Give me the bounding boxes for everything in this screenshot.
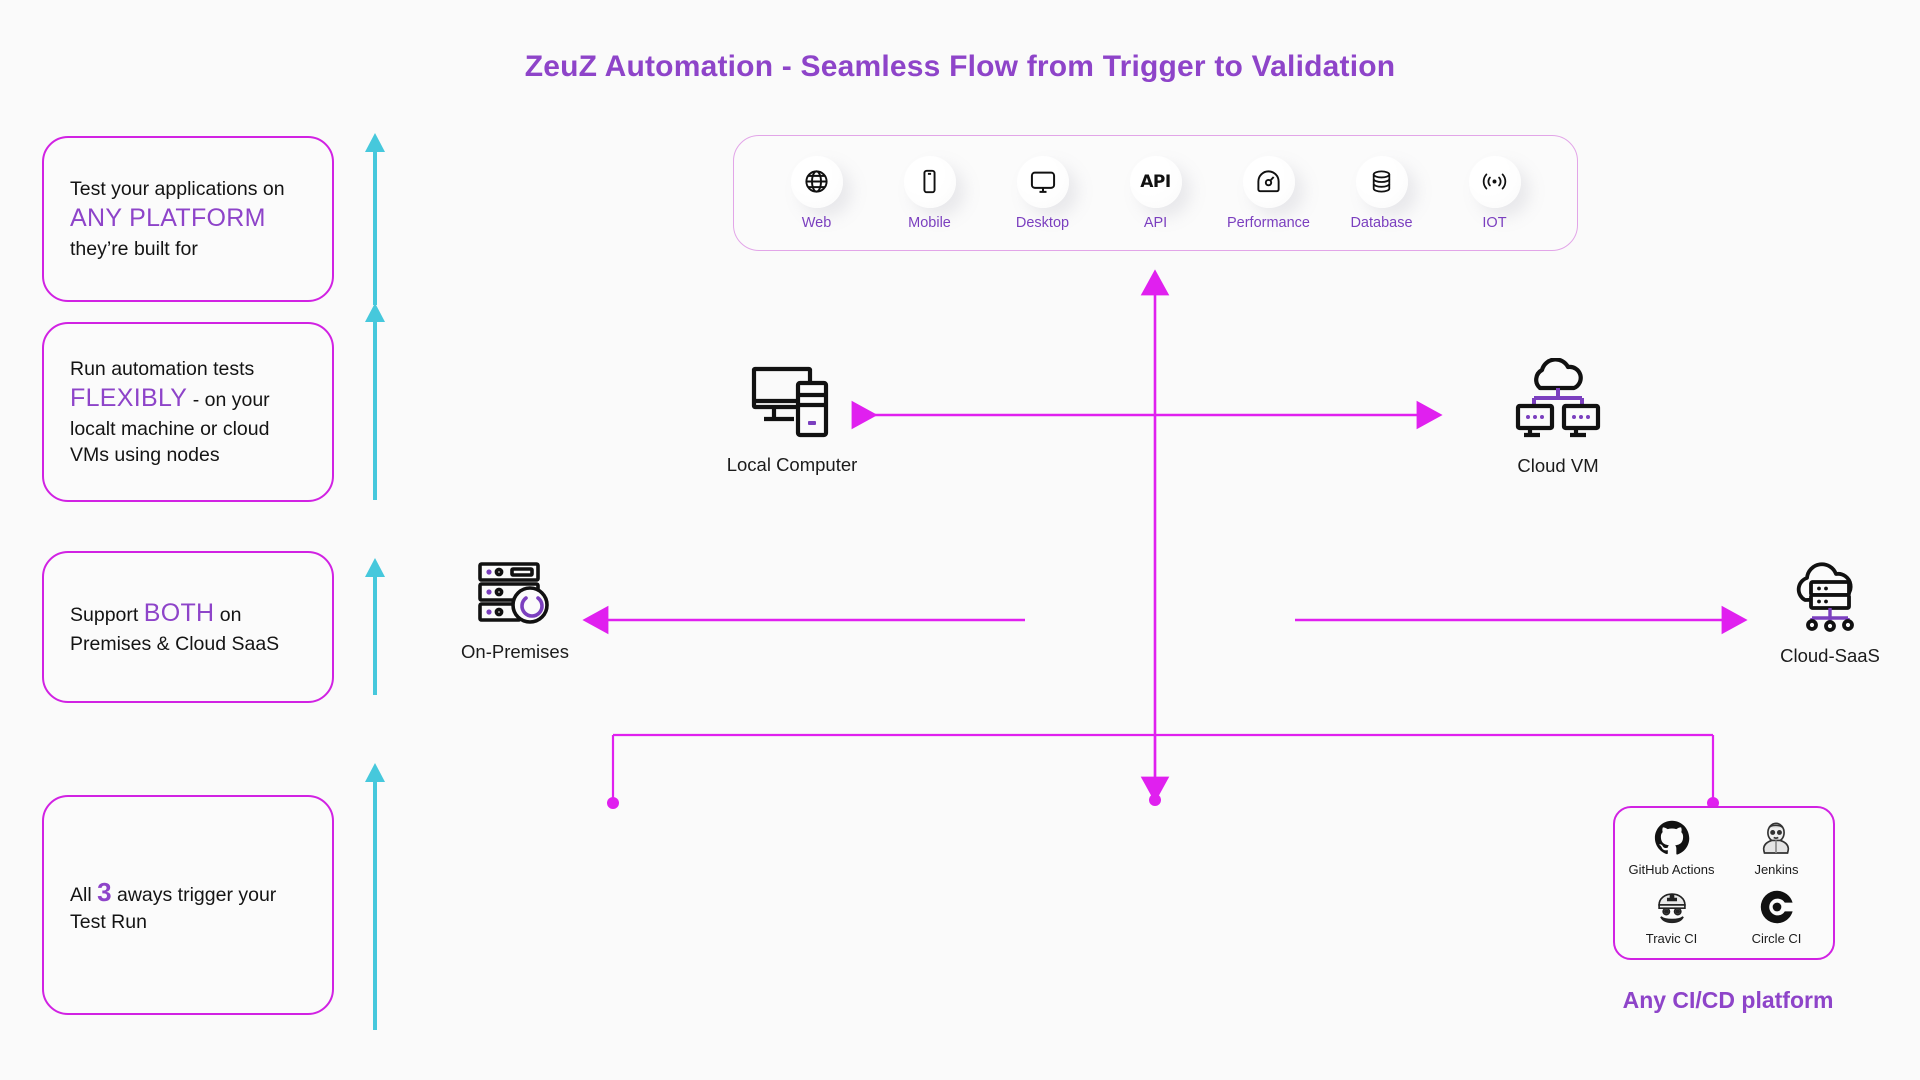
platform-label: Mobile [908, 214, 951, 231]
node-label: Cloud VM [1517, 455, 1599, 476]
feature-text-tail: aways trigger your Test Run [70, 883, 277, 934]
feature-text-tail: - on your localt machine or cloud VMs us… [70, 389, 270, 466]
jenkins-butler-icon [1758, 820, 1794, 861]
platform-label: API [1143, 214, 1168, 231]
feature-text-tail: on Premises & Cloud SaaS [70, 604, 280, 655]
feature-card-text: Test your applications on ANY PLATFORM t… [70, 176, 306, 262]
feature-card-flexible-run[interactable]: Run automation tests FLEXIBLY - on your … [42, 322, 334, 502]
cicd-caption: Any CI/CD platform [1622, 987, 1834, 1013]
feature-text-highlight: 3 [97, 876, 112, 907]
platform-label: IOT [1482, 214, 1507, 231]
cicd-item-github-actions[interactable]: GitHub Actions [1629, 820, 1715, 877]
platform-item-api[interactable]: API API [1109, 155, 1203, 231]
github-icon [1654, 820, 1690, 861]
cicd-item-circle-ci[interactable]: Circle CI [1751, 889, 1802, 946]
node-label: Cloud-SaaS [1780, 645, 1880, 666]
mobile-phone-icon [903, 155, 956, 208]
feature-card-text: Run automation tests FLEXIBLY - on your … [70, 356, 306, 468]
feature-text-highlight: ANY PLATFORM [70, 204, 266, 233]
arrow-card-2 [364, 300, 386, 500]
node-cloud-vm[interactable]: Cloud VM [1478, 357, 1638, 477]
wireless-signal-icon [1468, 155, 1521, 208]
node-cloud-saas[interactable]: Cloud-SaaS [1750, 560, 1910, 667]
platform-item-web[interactable]: Web [770, 155, 864, 231]
feature-text-highlight: BOTH [143, 599, 215, 628]
node-label: Local Computer [726, 454, 858, 475]
platform-label: Performance [1226, 214, 1310, 231]
feature-card-three-ways[interactable]: All 3 aways trigger your Test Run [42, 795, 334, 1015]
platform-item-desktop[interactable]: Desktop [996, 155, 1090, 231]
feature-card-text: Support BOTH on Premises & Cloud SaaS [70, 597, 306, 657]
node-on-premises[interactable]: On-Premises [440, 560, 590, 663]
feature-card-both-premises-cloud[interactable]: Support BOTH on Premises & Cloud SaaS [42, 551, 334, 703]
gauge-icon [1242, 155, 1295, 208]
desktop-monitor-icon [1016, 155, 1069, 208]
platform-support-bar: Web Mobile Desktop API API [733, 135, 1578, 251]
arrow-card-3 [364, 555, 386, 695]
cloud-server-icon [1787, 560, 1873, 637]
platform-label: Desktop [1015, 214, 1070, 231]
platform-label: Database [1350, 214, 1413, 231]
cicd-label: GitHub Actions [1628, 862, 1715, 877]
globe-icon [790, 155, 843, 208]
arrow-card-4 [364, 760, 386, 1030]
cicd-label: Jenkins [1754, 862, 1799, 877]
cicd-item-travis-ci[interactable]: Travic CI [1645, 889, 1698, 946]
feature-text-tail: they’re built for [70, 237, 198, 260]
arrow-card-1 [364, 130, 386, 305]
database-stack-icon [1355, 155, 1408, 208]
node-local-computer[interactable]: Local Computer [712, 363, 872, 476]
cloud-with-monitors-icon [1512, 357, 1604, 447]
platform-item-mobile[interactable]: Mobile [883, 155, 977, 231]
api-text-icon: API [1129, 155, 1182, 208]
cicd-label: Circle CI [1751, 931, 1802, 946]
cicd-label: Travic CI [1645, 931, 1698, 946]
desktop-and-tower-icon [750, 363, 834, 446]
circleci-icon [1759, 889, 1795, 930]
platform-item-database[interactable]: Database [1335, 155, 1429, 231]
platform-item-iot[interactable]: IOT [1448, 155, 1542, 231]
feature-text-lead: All [70, 883, 98, 906]
platform-label: Web [801, 214, 832, 231]
feature-text-lead: Run automation tests [70, 358, 255, 381]
feature-card-text: All 3 aways trigger your Test Run [70, 875, 306, 936]
server-rack-icon [476, 560, 554, 633]
feature-text-lead: Support [70, 604, 144, 627]
travis-ci-icon [1654, 889, 1690, 930]
feature-card-any-platform[interactable]: Test your applications on ANY PLATFORM t… [42, 136, 334, 302]
page-title: ZeuZ Automation - Seamless Flow from Tri… [524, 50, 1396, 83]
node-label: On-Premises [461, 641, 569, 662]
cicd-item-jenkins[interactable]: Jenkins [1754, 820, 1799, 877]
platform-item-performance[interactable]: Performance [1222, 155, 1316, 231]
feature-text-highlight: FLEXIBLY [70, 384, 188, 413]
cicd-platform-box: GitHub Actions Jenkins [1613, 806, 1835, 960]
feature-text-lead: Test your applications on [70, 178, 285, 201]
